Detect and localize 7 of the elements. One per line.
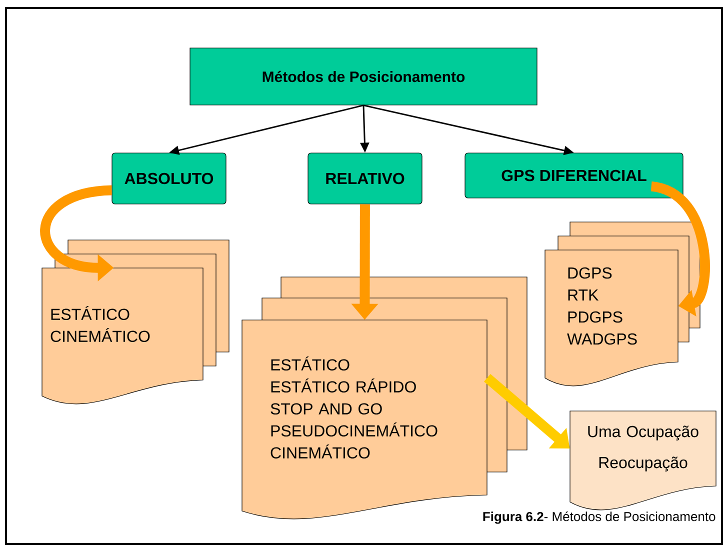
title-box: Métodos de Posicionamento <box>190 48 538 106</box>
category-box: GPS DIFERENCIAL <box>464 152 684 198</box>
category-box: RELATIVO <box>308 152 422 204</box>
document-stack: ESTÁTICO CINEMÁTICO <box>42 240 230 404</box>
block-arrow <box>650 181 710 317</box>
document-stack: DGPS RTK PDGPS WADGPS <box>544 222 700 386</box>
category-box: ABSOLUTO <box>112 152 226 204</box>
